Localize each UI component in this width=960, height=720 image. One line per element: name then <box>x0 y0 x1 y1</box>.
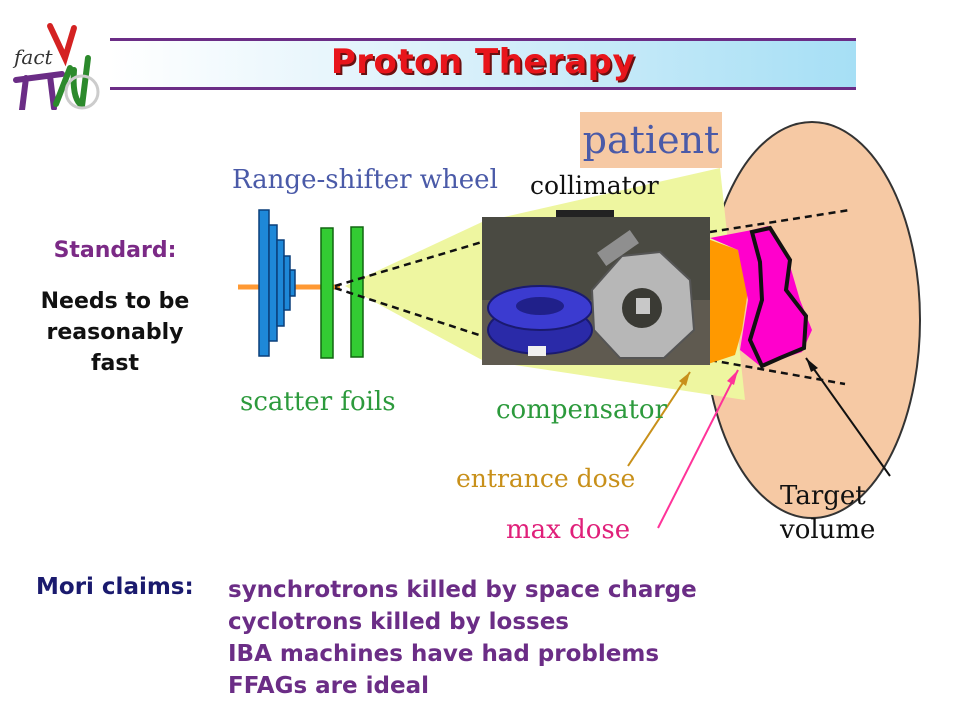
max-dose-label: max dose <box>506 515 630 545</box>
entrance-dose-arrow <box>627 371 691 467</box>
mori-claims-list: synchrotrons killed by space charge cycl… <box>228 574 697 702</box>
entrance-dose-label: entrance dose <box>456 464 635 493</box>
collimator-label: collimator <box>530 171 659 200</box>
target-label-line1: Target <box>780 481 866 511</box>
scatter-foil-2 <box>350 226 364 358</box>
claim-item: cyclotrons killed by losses <box>228 609 569 635</box>
compensator-photo <box>482 217 710 365</box>
standard-line-1: Needs to be <box>40 289 190 314</box>
compensator-label: compensator <box>496 395 668 425</box>
scatter-foil-1 <box>320 227 334 359</box>
standard-line-3: fast <box>90 351 140 376</box>
max-dose-arrow <box>657 369 739 529</box>
range-shifter-label: Range-shifter wheel <box>232 165 498 195</box>
collimator-jaw-top <box>556 210 614 218</box>
standard-line-2: reasonably <box>46 320 184 345</box>
logo-word: fact <box>12 45 54 69</box>
mori-claims-label: Mori claims: <box>36 574 194 600</box>
range-shifter-wheel <box>258 209 296 357</box>
target-volume-arrow <box>805 357 891 477</box>
standard-description: Needs to be reasonably fast <box>20 286 210 379</box>
nu-mu-pi-logo-icon: fact <box>12 23 100 110</box>
title-bar <box>110 38 856 90</box>
claim-item: IBA machines have had problems <box>228 641 660 667</box>
target-label-line2: volume <box>779 515 875 545</box>
claim-item: FFAGs are ideal <box>228 673 429 699</box>
patient-label-box <box>580 112 722 168</box>
scatter-foils-label: scatter foils <box>240 387 396 417</box>
standard-label: Standard: <box>53 238 177 263</box>
target-outline <box>747 225 809 369</box>
patient-label: patient <box>583 118 720 162</box>
claim-item: synchrotrons killed by space charge <box>228 577 697 603</box>
entrance-dose-region <box>705 238 748 365</box>
slide-title: Proton Therapy <box>330 42 636 82</box>
